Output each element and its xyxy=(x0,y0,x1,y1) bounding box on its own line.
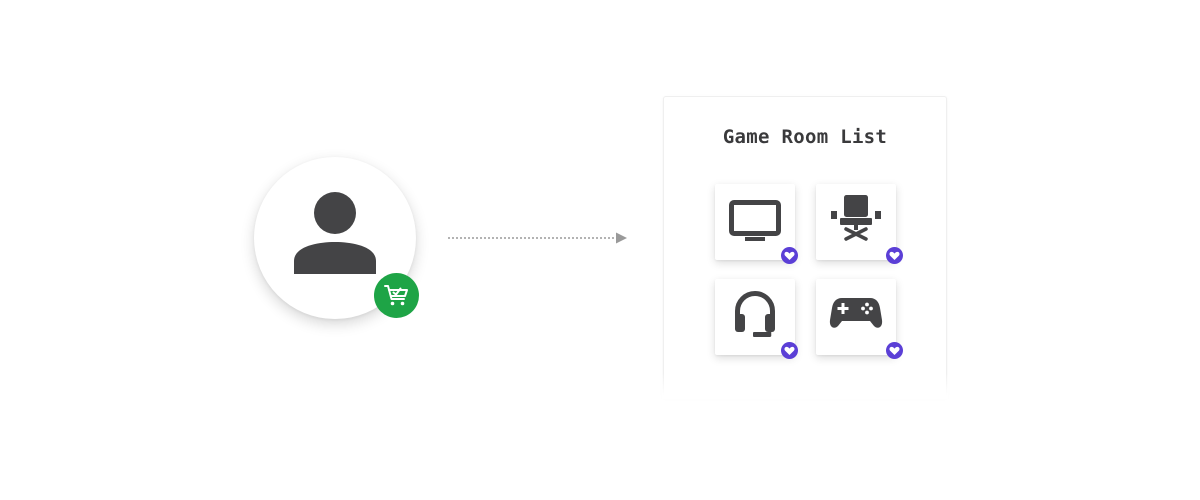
user-avatar xyxy=(254,157,416,319)
gaming-chair-icon xyxy=(831,195,881,241)
heart-icon xyxy=(784,346,795,355)
game-room-list-card: Game Room List xyxy=(662,96,948,399)
list-item[interactable] xyxy=(816,279,896,355)
heart-icon xyxy=(889,346,900,355)
favorite-badge[interactable] xyxy=(886,247,903,264)
list-item[interactable] xyxy=(715,184,795,260)
heart-icon xyxy=(784,251,795,260)
card-title: Game Room List xyxy=(722,126,888,148)
cart-badge xyxy=(374,273,419,318)
list-item[interactable] xyxy=(816,184,896,260)
connector-arrow xyxy=(448,232,627,244)
user-icon xyxy=(294,192,376,274)
favorite-badge[interactable] xyxy=(781,342,798,359)
favorite-badge[interactable] xyxy=(886,342,903,359)
headset-icon xyxy=(735,291,775,337)
heart-icon xyxy=(889,251,900,260)
list-item[interactable] xyxy=(715,279,795,355)
shopping-cart-check-icon xyxy=(384,285,408,306)
favorite-badge[interactable] xyxy=(781,247,798,264)
tv-icon xyxy=(729,200,781,241)
gamepad-icon xyxy=(829,298,883,328)
